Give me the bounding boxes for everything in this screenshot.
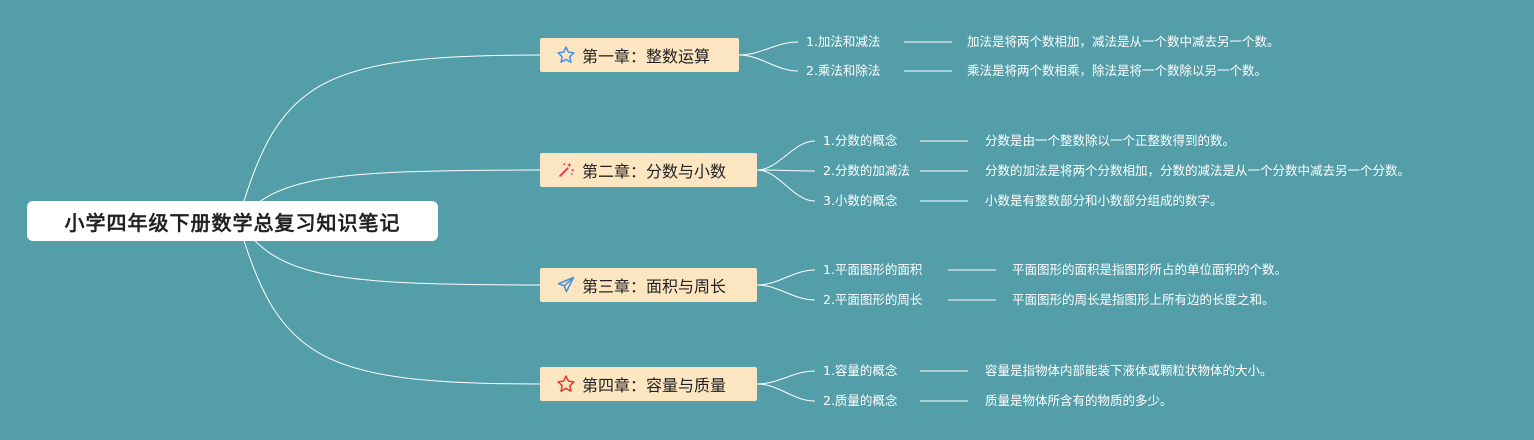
chapter-node-3[interactable]: 第三章：面积与周长 <box>540 268 757 302</box>
topic-description[interactable]: 平面图形的周长是指图形上所有边的长度之和。 <box>1012 292 1275 307</box>
paper-plane-icon <box>556 275 576 295</box>
chapter-title: 第三章：面积与周长 <box>582 277 727 296</box>
topic-name[interactable]: 1.平面图形的面积 <box>823 262 923 277</box>
topic-description[interactable]: 质量是物体所含有的物质的多少。 <box>985 393 1173 408</box>
chapter-title: 第四章：容量与质量 <box>582 376 727 395</box>
topic-description[interactable]: 分数是由一个整数除以一个正整数得到的数。 <box>985 133 1236 148</box>
root-title: 小学四年级下册数学总复习知识笔记 <box>64 210 401 235</box>
star-outline-icon <box>556 374 576 394</box>
topic-name[interactable]: 2.乘法和除法 <box>806 63 881 78</box>
magic-wand-icon <box>556 160 576 180</box>
topic-name[interactable]: 1.加法和减法 <box>806 34 881 49</box>
topic-description[interactable]: 平面图形的面积是指图形所占的单位面积的个数。 <box>1012 262 1288 277</box>
chapter-title: 第一章：整数运算 <box>582 47 711 66</box>
topic-name[interactable]: 1.容量的概念 <box>823 363 898 378</box>
topic-name[interactable]: 2.平面图形的周长 <box>823 292 923 307</box>
topic-name[interactable]: 3.小数的概念 <box>823 193 898 208</box>
topic-description[interactable]: 小数是有整数部分和小数部分组成的数字。 <box>985 193 1223 208</box>
chapter-node-4[interactable]: 第四章：容量与质量 <box>540 367 757 401</box>
chapter-node-2[interactable]: 第二章：分数与小数 <box>540 153 757 187</box>
star-outline-icon <box>556 45 576 65</box>
topic-name[interactable]: 1.分数的概念 <box>823 133 898 148</box>
topic-description[interactable]: 分数的加法是将两个分数相加，分数的减法是从一个分数中减去另一个分数。 <box>985 163 1411 178</box>
topic-name[interactable]: 2.分数的加减法 <box>823 163 910 178</box>
topic-description[interactable]: 加法是将两个数相加，减法是从一个数中减去另一个数。 <box>967 34 1280 49</box>
topic-description[interactable]: 乘法是将两个数相乘，除法是将一个数除以另一个数。 <box>967 63 1268 78</box>
chapter-title: 第二章：分数与小数 <box>582 162 727 181</box>
topic-name[interactable]: 2.质量的概念 <box>823 393 898 408</box>
chapter-node-1[interactable]: 第一章：整数运算 <box>540 38 739 72</box>
root-node[interactable]: 小学四年级下册数学总复习知识笔记 <box>27 201 438 241</box>
topic-description[interactable]: 容量是指物体内部能装下液体或颗粒状物体的大小。 <box>985 363 1273 378</box>
